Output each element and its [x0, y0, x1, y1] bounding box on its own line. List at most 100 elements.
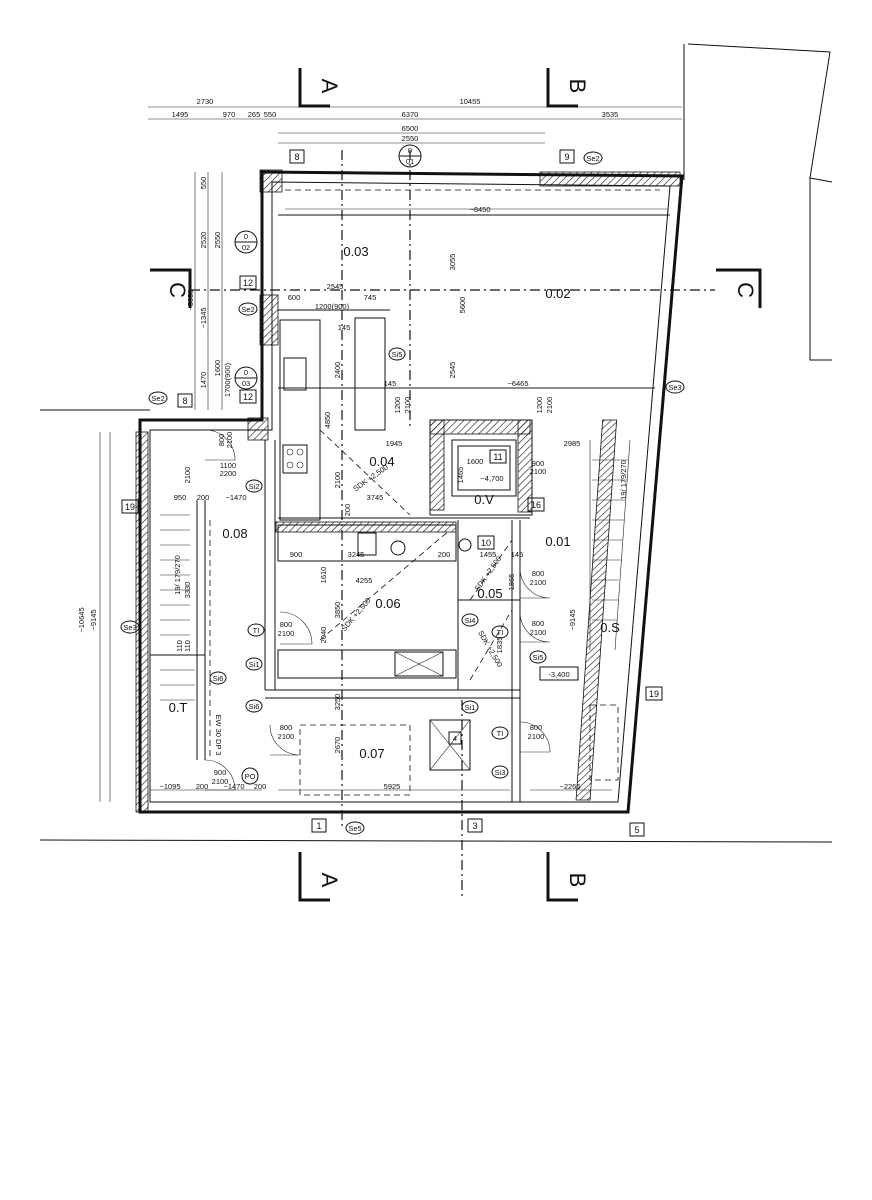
wall-hatch-kitchen	[275, 521, 457, 533]
burner-4	[296, 461, 304, 469]
label-dims-d2100j: 2100	[278, 732, 295, 741]
label-dims-d145a: 145	[338, 323, 351, 332]
section-marker-c-left: C	[150, 268, 192, 308]
tag-ti-a: TI	[253, 626, 260, 635]
room-label-0-01: 0.01	[545, 534, 570, 549]
tag-si6-a: Si6	[213, 674, 224, 683]
burner-1	[286, 448, 294, 456]
label-dims-d1600a: 1600	[213, 360, 222, 377]
room-label-0-04: 0.04	[369, 454, 394, 469]
tag-ti-b: TI	[497, 628, 504, 637]
label-dims-d2265: ~2265	[559, 782, 580, 791]
wall-core-box	[429, 419, 533, 516]
label-dims-d2100i: 2100	[278, 629, 295, 638]
section-marker-a-top: A	[298, 68, 342, 108]
tag-se2-low: Se2	[151, 394, 164, 403]
label-dims-d2100k: 2100	[528, 732, 545, 741]
label-dims-d800a: 800	[217, 434, 226, 447]
axis-8-top: 8	[294, 152, 299, 162]
callout-03-bottom: 03	[242, 379, 250, 388]
callout-01: 0 01	[398, 144, 422, 168]
kitchen-counter	[277, 649, 457, 679]
label-dims-d2100h: 2100	[530, 628, 547, 637]
sdk-diagonal-3	[469, 539, 513, 601]
tag-se3-left: Se3	[123, 623, 136, 632]
label-dims-d200d: 200	[196, 782, 209, 791]
kitchen-column	[279, 319, 321, 521]
label-dims-d1470b: ~1470	[225, 493, 246, 502]
label-dims-d1200: 1200(900)	[315, 302, 350, 311]
label-dims-d800f: 800	[530, 723, 543, 732]
label-dims-d110a: 110	[183, 640, 192, 652]
tag-se5: Se5	[348, 824, 361, 833]
label-dims-d2100d: 2100	[183, 467, 192, 484]
label-dims-d1945: 1945	[386, 439, 403, 448]
label-dims-d6370: 6370	[402, 110, 419, 119]
axis-19-left: 19	[125, 502, 135, 512]
label-dims-d1345: ~1345	[199, 307, 208, 328]
tag-si4: Si4	[465, 616, 476, 625]
dimension-texts: 2730 10455 1495 970 265 550 6370 3535 65…	[77, 97, 628, 791]
wall-hatch-left-mid	[259, 294, 279, 346]
hob-diag2	[394, 651, 444, 677]
tag-si3: Si3	[495, 768, 506, 777]
label-dims-d1100: 1100	[220, 461, 236, 470]
door-swing-05a	[519, 567, 551, 599]
tag-si5-b: Si5	[533, 653, 544, 662]
label-dims-stair2: 19/ 179/270	[173, 555, 182, 595]
label-dims-d1495: 1495	[172, 110, 189, 119]
label-dims-d9145a: ~9145	[568, 609, 577, 630]
label-dims-d800e: 800	[280, 723, 293, 732]
stair-0t	[160, 514, 195, 701]
room-label-0-07: 0.07	[359, 746, 384, 761]
label-dims-d9145b: ~9145	[89, 609, 98, 630]
lift-shaft-07	[429, 719, 471, 771]
tag-si5-a: Si5	[392, 350, 403, 359]
lift-callout: 4	[448, 731, 462, 745]
label-dims-d2100c: 2100	[225, 432, 234, 449]
label-dims-d900b: 900	[290, 550, 303, 559]
label-dims-d200c: 200	[438, 550, 451, 559]
level-label: -3,400	[548, 670, 569, 679]
label-dims-d200b: 200	[343, 504, 352, 517]
section-label-c-right: C	[733, 282, 758, 298]
room-label-0-05: 0.05	[477, 586, 502, 601]
label-dims-d6500: 6500	[402, 124, 419, 133]
room-label-0-v: 0.V	[474, 492, 494, 507]
section-label-b-bottom: B	[565, 873, 590, 888]
label-dims-d2550b: 2550	[213, 232, 222, 249]
neighbour-building-outline	[687, 43, 833, 361]
wall-hatch-left-side	[135, 431, 149, 813]
door-swing-07b	[519, 721, 551, 753]
section-label-c-left: C	[165, 282, 190, 298]
label-dims-d1200b: 1200	[535, 397, 544, 414]
label-dims-d2100g: 2100	[530, 578, 547, 587]
label-dims-d2545b: 2545	[448, 362, 457, 379]
label-dims-d1865: 1865	[507, 574, 516, 591]
label-dims-d2100e: 2100	[333, 472, 342, 489]
section-label-b-top: B	[565, 79, 590, 94]
label-dims-d900a: 900	[532, 459, 545, 468]
label-dims-d4700: ~4,700	[480, 474, 503, 483]
label-dims-d2550a: 2550	[402, 134, 419, 143]
axis-9: 9	[564, 152, 569, 162]
label-dims-sdk2: SDK +2,500	[340, 596, 373, 633]
lift-cabin	[451, 439, 517, 497]
axis-11: 11	[493, 452, 502, 462]
door-swing-kitchen	[279, 611, 313, 645]
tag-se3-right: Se3	[668, 383, 681, 392]
tag-si6-b: Si6	[249, 702, 260, 711]
tag-ti-c: TI	[497, 729, 504, 738]
callout-01-top: 0	[408, 146, 412, 155]
door-swing-po	[204, 759, 236, 791]
door-swing-07	[269, 724, 301, 756]
label-dims-d3055: 3055	[448, 254, 457, 271]
label-dims-d3850: 3850	[333, 602, 342, 619]
sofa	[354, 317, 386, 431]
section-marker-a-bottom: A	[298, 852, 342, 902]
toilet	[458, 538, 472, 552]
label-dims-d4255: 4255	[356, 576, 373, 585]
label-dims-d1835: 1835	[495, 637, 504, 654]
label-dims-d5950: ~5950	[186, 289, 195, 310]
